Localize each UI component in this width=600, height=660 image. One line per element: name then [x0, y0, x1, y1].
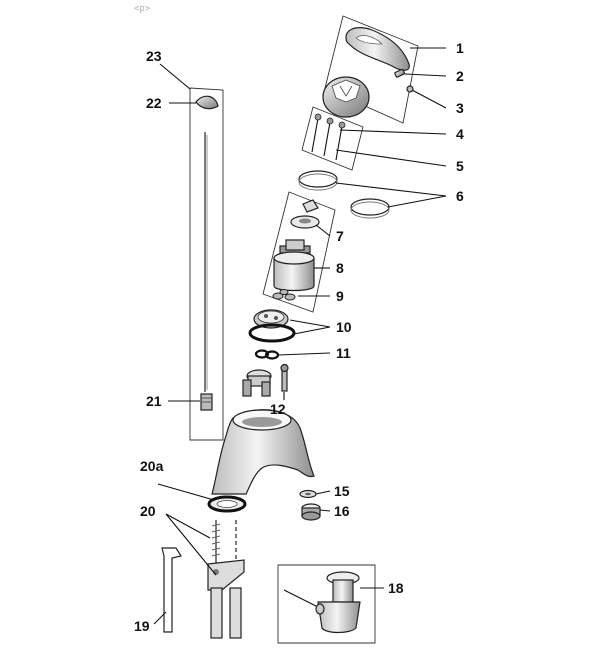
flexible-tails: [210, 587, 242, 639]
label-16: 16: [334, 503, 350, 519]
label-15: 15: [334, 483, 350, 499]
hex-nut: [301, 503, 321, 521]
fixing-screw: [280, 363, 289, 392]
small-o-rings: [254, 349, 280, 360]
frame-cartridge-group: [262, 191, 336, 313]
fixing-bracket: [207, 559, 245, 591]
label-4: 4: [456, 126, 464, 142]
washer: [299, 489, 317, 499]
label-19: 19: [134, 618, 150, 634]
retaining-screws: [311, 113, 346, 161]
frame-screws-group: [301, 106, 364, 171]
label-6: 6: [456, 188, 464, 204]
clip-ring-5: [298, 170, 338, 191]
label-10: 10: [336, 319, 352, 335]
label-11: 11: [336, 345, 351, 361]
rod-coupling: [200, 393, 213, 411]
tap-body-spout: [211, 409, 315, 495]
label-22: 22: [146, 95, 162, 111]
label-12: 12: [270, 401, 286, 417]
label-20: 20: [140, 503, 156, 519]
base-washer: [207, 495, 247, 513]
label-8: 8: [336, 260, 344, 276]
lift-rod: [204, 132, 208, 392]
seal-plate: [272, 289, 296, 301]
frame-handle-group: [324, 15, 419, 124]
label-18: 18: [388, 580, 404, 596]
label-20a: 20a: [140, 458, 164, 474]
allen-key: [161, 547, 182, 633]
frame-popup-waste: [277, 564, 376, 644]
label-21: 21: [146, 393, 162, 409]
label-1: 1: [456, 40, 464, 56]
cartridge-base: [248, 309, 296, 343]
leader-lines: [153, 47, 447, 625]
frame-rod-group: [189, 87, 224, 441]
indicator-cap: [406, 85, 414, 93]
label-9: 9: [336, 288, 344, 304]
lever-handle: [345, 27, 410, 71]
corner-tag: <p>: [134, 4, 151, 14]
grub-screw: [394, 68, 406, 78]
clip-ring-6: [350, 198, 390, 219]
label-5: 5: [456, 158, 464, 174]
label-7: 7: [336, 228, 344, 244]
popup-waste: [283, 571, 361, 634]
rod-knob: [195, 95, 219, 110]
handle-hub: [322, 76, 370, 118]
label-2: 2: [456, 68, 464, 84]
label-3: 3: [456, 100, 464, 116]
spindle-adaptor: [290, 199, 320, 229]
manifold-block: [242, 369, 272, 397]
label-23: 23: [146, 48, 162, 64]
cartridge-body: [273, 239, 315, 292]
